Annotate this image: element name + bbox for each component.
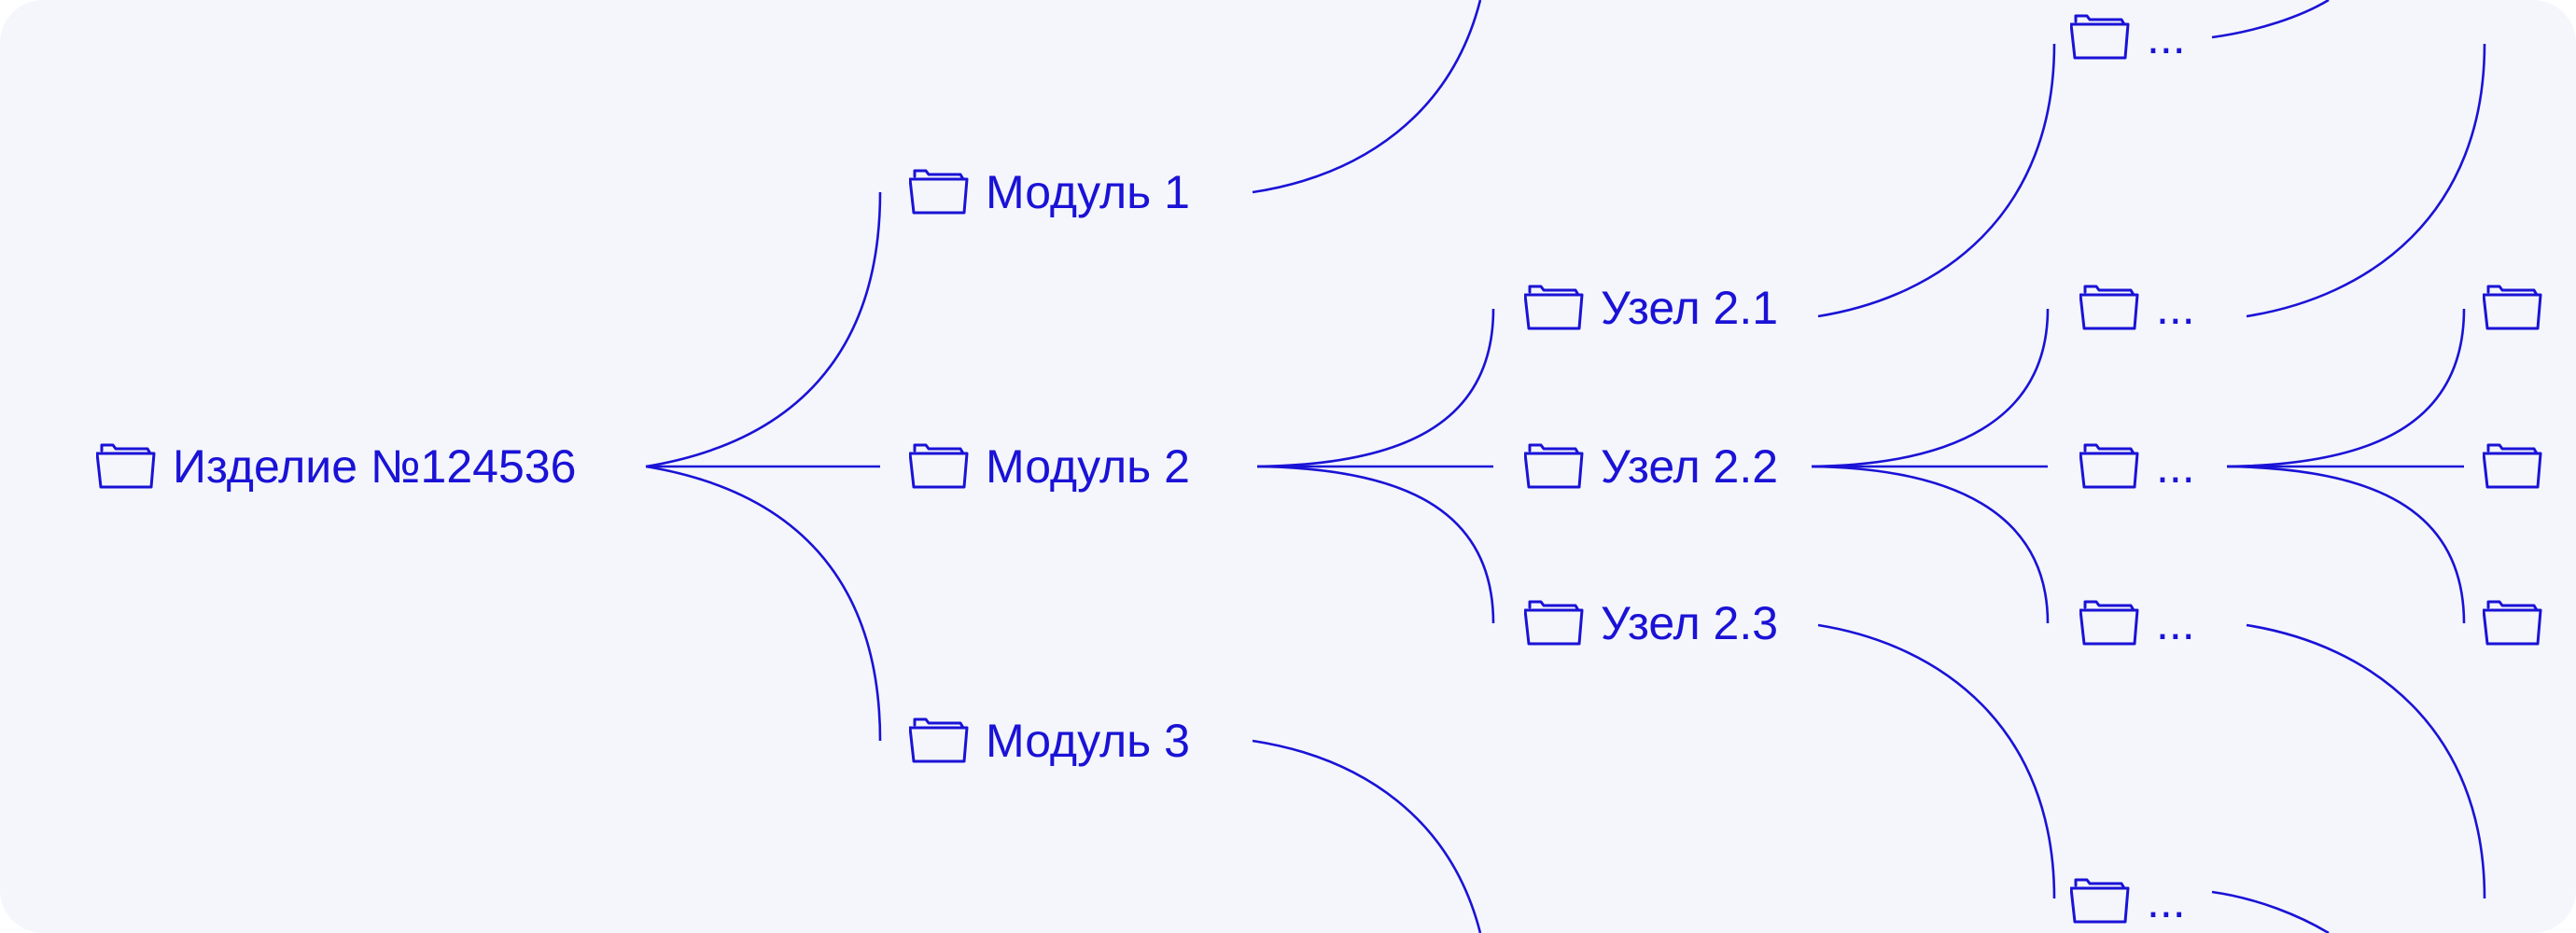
folder-icon — [2079, 442, 2139, 491]
connector-root-module-1 — [645, 191, 882, 468]
tree-node-sub-5[interactable]: ... — [2070, 877, 2186, 926]
connector-sub-3-edge-3 — [2226, 465, 2466, 624]
tree-node-sub-2[interactable]: ... — [2079, 284, 2195, 332]
tree-node-module-2[interactable]: Модуль 2 — [909, 442, 1190, 491]
connector-module-3-out — [1252, 739, 1482, 933]
tree-node-label: ... — [2156, 597, 2195, 649]
folder-icon — [2483, 442, 2542, 491]
folder-icon — [2070, 13, 2130, 62]
tree-node-module-1[interactable]: Модуль 1 — [909, 168, 1190, 216]
connector-module-1-out — [1252, 0, 1482, 194]
folder-icon — [1524, 442, 1584, 491]
tree-node-label: Узел 2.2 — [1601, 440, 1779, 493]
tree-node-sub-1[interactable]: ... — [2070, 13, 2186, 62]
folder-icon — [2079, 599, 2139, 648]
connector-sub-1-out — [2211, 0, 2330, 39]
folder-icon — [96, 442, 156, 491]
connector-right-lower — [2246, 623, 2486, 899]
connector-sub-3-edge-1 — [2226, 308, 2466, 468]
tree-node-label: Узел 2.3 — [1601, 597, 1779, 649]
tree-node-node-2-2[interactable]: Узел 2.2 — [1524, 442, 1778, 491]
tree-node-label: Модуль 3 — [986, 715, 1190, 767]
folder-icon — [2483, 284, 2542, 332]
folder-icon — [2079, 284, 2139, 332]
tree-node-label: ... — [2156, 440, 2195, 493]
folder-icon — [2070, 877, 2130, 926]
connector-right-upper — [2246, 43, 2486, 318]
tree-node-edge-3[interactable] — [2483, 599, 2559, 648]
connector-sub-5-out — [2211, 890, 2330, 933]
connector-module-2-node-3 — [1256, 465, 1495, 624]
connector-node-3-sub-5 — [1817, 623, 2056, 899]
tree-node-label: Модуль 2 — [986, 440, 1190, 493]
tree-node-root[interactable]: Изделие №124536 — [96, 442, 576, 491]
tree-node-label: ... — [2147, 875, 2186, 927]
connector-node-2-sub-2 — [1811, 308, 2050, 468]
folder-icon — [909, 442, 969, 491]
tree-node-edge-1[interactable] — [2483, 284, 2559, 332]
tree-node-label: Изделие №124536 — [173, 440, 577, 493]
tree-node-module-3[interactable]: Модуль 3 — [909, 717, 1190, 765]
folder-icon — [1524, 284, 1584, 332]
tree-node-label: ... — [2156, 282, 2195, 334]
tree-node-sub-3[interactable]: ... — [2079, 442, 2195, 491]
tree-node-label: Модуль 1 — [986, 166, 1190, 218]
connector-node-2-sub-4 — [1811, 465, 2050, 624]
connector-module-2-node-1 — [1256, 308, 1495, 468]
tree-node-node-2-1[interactable]: Узел 2.1 — [1524, 284, 1778, 332]
tree-node-edge-2[interactable] — [2483, 442, 2559, 491]
tree-node-label: Узел 2.1 — [1601, 282, 1779, 334]
folder-icon — [1524, 599, 1584, 648]
tree-node-sub-4[interactable]: ... — [2079, 599, 2195, 648]
folder-icon — [909, 168, 969, 216]
folder-icon — [909, 717, 969, 765]
folder-icon — [2483, 599, 2542, 648]
tree-node-label: ... — [2147, 11, 2186, 63]
connector-root-module-3 — [645, 465, 882, 742]
tree-node-node-2-3[interactable]: Узел 2.3 — [1524, 599, 1778, 648]
connector-node-1-sub-1 — [1817, 43, 2056, 318]
